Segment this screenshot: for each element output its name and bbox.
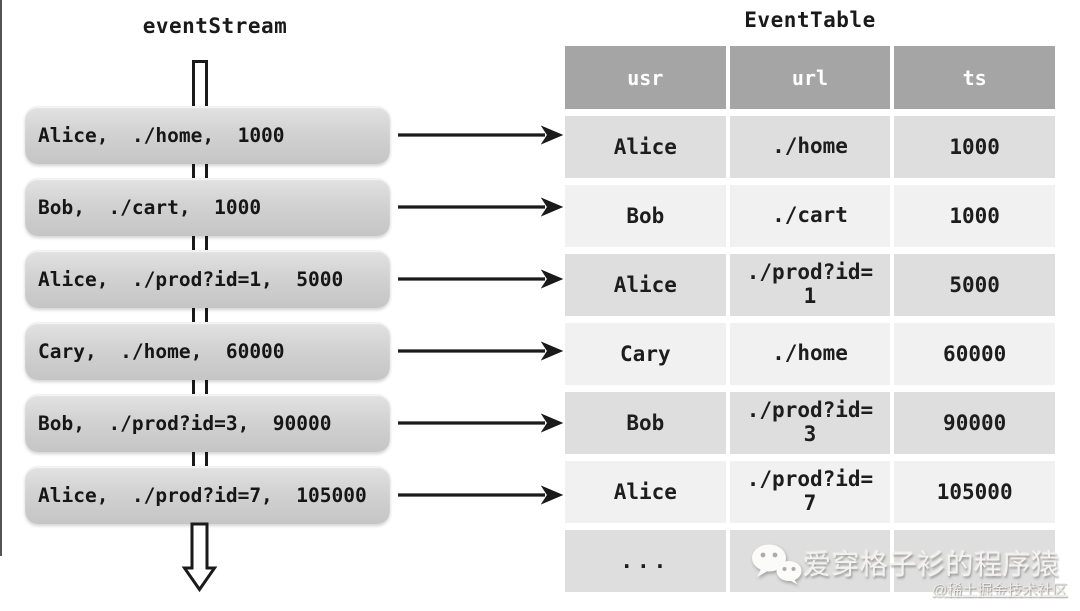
cell-ts: 1000 [894, 116, 1055, 178]
cell-ts [894, 530, 1055, 592]
cell-usr: Alice [565, 254, 726, 316]
event-box: Bob, ./prod?id=3, 90000 [25, 394, 390, 452]
right-arrow-icon [398, 269, 564, 289]
cell-ts: 1000 [894, 185, 1055, 247]
stream-pipe-segment [192, 378, 208, 396]
event-box: Bob, ./cart, 1000 [25, 178, 390, 236]
event-box-label: Bob, ./cart, 1000 [38, 196, 262, 219]
event-table: usr url ts Alice ./home 1000 Bob ./cart … [565, 46, 1055, 592]
cell-ts: 90000 [894, 392, 1055, 454]
cell-usr-ellipsis: ... [565, 530, 726, 592]
event-box: Cary, ./home, 60000 [25, 322, 390, 380]
event-box: Alice, ./prod?id=7, 105000 [25, 466, 390, 524]
stream-pipe-segment [192, 162, 208, 180]
cell-url-text: ./home [772, 134, 848, 159]
right-arrow-icon [398, 341, 564, 361]
event-box-label: Bob, ./prod?id=3, 90000 [38, 412, 332, 435]
stream-pipe-segment [192, 306, 208, 324]
stream-pipe-segment [192, 450, 208, 468]
event-box-label: Alice, ./prod?id=7, 105000 [38, 484, 367, 507]
right-arrow-icon [398, 485, 564, 505]
cell-ts: 5000 [894, 254, 1055, 316]
cell-url-text: ./home [772, 341, 848, 366]
event-box: Alice, ./prod?id=1, 5000 [25, 250, 390, 308]
cell-usr: Cary [565, 323, 726, 385]
cell-url-text: ./prod?id=3 [746, 398, 874, 446]
down-arrow-icon [181, 522, 218, 593]
cell-url: ./prod?id=7 [729, 461, 891, 523]
right-arrow-icon [398, 413, 564, 433]
event-box-label: Alice, ./home, 1000 [38, 124, 285, 147]
cell-url: ./home [729, 116, 891, 178]
cell-ts: 105000 [894, 461, 1055, 523]
right-arrow-icon [398, 125, 564, 145]
stream-pipe-segment [192, 234, 208, 252]
cell-url-text: ./prod?id=7 [746, 467, 874, 515]
watermark-sub-text: @稀土掘金技术社区 [932, 582, 1068, 599]
cell-usr: Bob [565, 185, 726, 247]
stream-title: eventStream [142, 14, 288, 38]
right-arrow-icon [398, 197, 564, 217]
left-edge-artifact-line [0, 0, 2, 556]
cell-usr: Bob [565, 392, 726, 454]
cell-url-text: ./prod?id=1 [746, 260, 874, 308]
row-arrows [398, 125, 564, 505]
column-header-usr: usr [565, 46, 726, 109]
cell-ts: 60000 [894, 323, 1055, 385]
event-box: Alice, ./home, 1000 [25, 106, 390, 164]
cell-usr: Alice [565, 461, 726, 523]
stream-pipe-top [192, 60, 208, 110]
cell-url: ./cart [729, 185, 891, 247]
watermark-main-text: 爱穿格子衫的程序猿 [803, 549, 1060, 580]
event-box-label: Alice, ./prod?id=1, 5000 [38, 268, 344, 291]
cell-usr: Alice [565, 116, 726, 178]
table-title: EventTable [744, 8, 876, 32]
cell-url: ./prod?id=3 [729, 392, 891, 454]
cell-url-text: ./cart [772, 203, 848, 228]
event-box-label: Cary, ./home, 60000 [38, 340, 285, 363]
column-header-ts: ts [894, 46, 1055, 109]
cell-url: ./prod?id=1 [729, 254, 891, 316]
wechat-icon [752, 544, 802, 585]
cell-url: ./home [729, 323, 891, 385]
column-header-url: url [729, 46, 891, 109]
